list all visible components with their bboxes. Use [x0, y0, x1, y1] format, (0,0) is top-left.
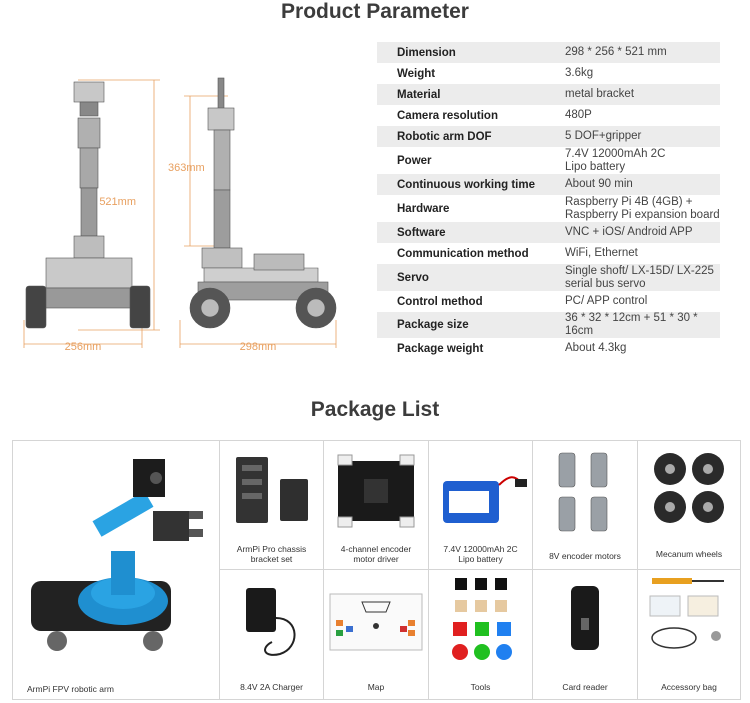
package-item-arm: ArmPi FPV robotic arm [13, 441, 220, 699]
side-view-robot [189, 77, 337, 329]
spec-row: Servo Single shoft/ LX-15D/ LX-225 serial… [377, 264, 720, 291]
package-item-tools: Tools [429, 570, 533, 699]
package-item-accessory: Accessory bag [638, 570, 740, 699]
motors-caption: 8V encoder motors [549, 551, 621, 561]
encoder-motors-image [558, 452, 608, 532]
spec-key: Camera resolution [397, 109, 498, 122]
spec-key: Hardware [397, 202, 450, 215]
spec-value: PC/ APP control [565, 295, 648, 307]
front-width-dim-label: 256mm [65, 341, 102, 353]
spec-key: Weight [397, 67, 436, 80]
spec-key: Package size [397, 319, 469, 331]
spec-value: 7.4V 12000mAh 2C Lipo battery [565, 147, 666, 173]
spec-key: Servo [397, 271, 429, 284]
package-item-chassis: ArmPi Pro chassis bracket set [220, 441, 324, 570]
charger-caption: 8.4V 2A Charger [240, 682, 303, 692]
accessory-bag-image [649, 578, 724, 649]
map-image [329, 593, 423, 651]
spec-value: About 4.3kg [565, 342, 627, 354]
motor-driver-image [337, 454, 415, 528]
package-grid: ArmPi FPV robotic arm ArmPi Pro chassis … [12, 440, 741, 700]
spec-value: 5 DOF+gripper [565, 130, 642, 142]
spec-key: Control method [397, 295, 483, 308]
package-item-reader: Card reader [533, 570, 638, 699]
battery-caption: 7.4V 12000mAh 2C Lipo battery [443, 544, 518, 564]
spec-row: Control method PC/ APP control [377, 291, 720, 312]
battery-image [443, 476, 527, 523]
driver-caption: 4-channel encoder motor driver [340, 544, 412, 564]
spec-value: 3.6kg [565, 67, 594, 79]
package-item-wheels: Mecanum wheels [638, 441, 740, 570]
spec-value: WiFi, Ethernet [565, 247, 638, 259]
tools-caption: Tools [470, 682, 491, 692]
spec-value: 480P [565, 109, 592, 121]
charger-image [246, 588, 296, 656]
mecanum-wheels-image [654, 453, 724, 523]
chassis-bracket-image [236, 457, 308, 523]
spec-value: metal bracket [565, 88, 635, 100]
spec-key: Robotic arm DOF [397, 130, 492, 143]
spec-row: Package weight About 4.3kg [377, 338, 720, 359]
spec-key: Continuous working time [397, 178, 535, 191]
spec-value: About 90 min [565, 178, 633, 190]
spec-row: Continuous working time About 90 min [377, 174, 720, 195]
side-width-dim-label: 298mm [240, 341, 277, 353]
spec-key: Package weight [397, 342, 484, 355]
package-list-title: Package List [310, 398, 440, 421]
spec-value: Single shoft/ LX-15D/ LX-225 serial bus … [565, 264, 714, 290]
spec-value: VNC + iOS/ Android APP [565, 226, 693, 238]
spec-row: Weight 3.6kg [377, 63, 720, 84]
reader-caption: Card reader [562, 682, 608, 692]
package-item-charger: 8.4V 2A Charger [220, 570, 324, 699]
spec-row: Hardware Raspberry Pi 4B (4GB) + Raspberr… [377, 195, 720, 222]
accessory-caption: Accessory bag [661, 682, 717, 692]
spec-row: Robotic arm DOF 5 DOF+gripper [377, 126, 720, 147]
arm-caption: ArmPi FPV robotic arm [27, 684, 114, 694]
product-parameter-title: Product Parameter [281, 0, 469, 23]
front-view-robot [25, 81, 151, 329]
wheels-caption: Mecanum wheels [655, 549, 723, 559]
tools-image [452, 578, 512, 660]
spec-row: Camera resolution 480P [377, 105, 720, 126]
spec-key: Communication method [397, 247, 529, 260]
spec-key: Power [397, 154, 432, 167]
spec-value: Raspberry Pi 4B (4GB) + Raspberry Pi exp… [565, 195, 720, 221]
spec-row: Software VNC + iOS/ Android APP [377, 222, 720, 243]
spec-row: Material metal bracket [377, 84, 720, 105]
spec-key: Material [397, 88, 441, 101]
package-item-driver: 4-channel encoder motor driver [324, 441, 429, 570]
height-dim-label: 521mm [99, 196, 136, 208]
chassis-caption: ArmPi Pro chassis bracket set [236, 544, 307, 564]
spec-value: 36 * 32 * 12cm + 51 * 30 * 16cm [565, 312, 698, 337]
robot-dimension-drawing: 521mm 363mm 256mm 298mm [23, 77, 337, 353]
spec-row: Package size 36 * 32 * 12cm + 51 * 30 * 1… [377, 312, 720, 338]
spec-value: 298 * 256 * 521 mm [565, 46, 667, 58]
spec-row: Power 7.4V 12000mAh 2C Lipo battery [377, 147, 720, 174]
spec-row: Dimension 298 * 256 * 521 mm [377, 42, 720, 63]
package-item-battery: 7.4V 12000mAh 2C Lipo battery [429, 441, 533, 570]
spec-row: Communication method WiFi, Ethernet [377, 243, 720, 264]
robotic-arm-image [31, 459, 203, 651]
package-item-motors: 8V encoder motors [533, 441, 638, 570]
package-item-map: Map [324, 570, 429, 699]
map-caption: Map [367, 682, 385, 692]
arm-height-dim-label: 363mm [168, 162, 205, 174]
spec-key: Software [397, 226, 446, 239]
spec-key: Dimension [397, 46, 456, 59]
card-reader-image [571, 586, 599, 650]
